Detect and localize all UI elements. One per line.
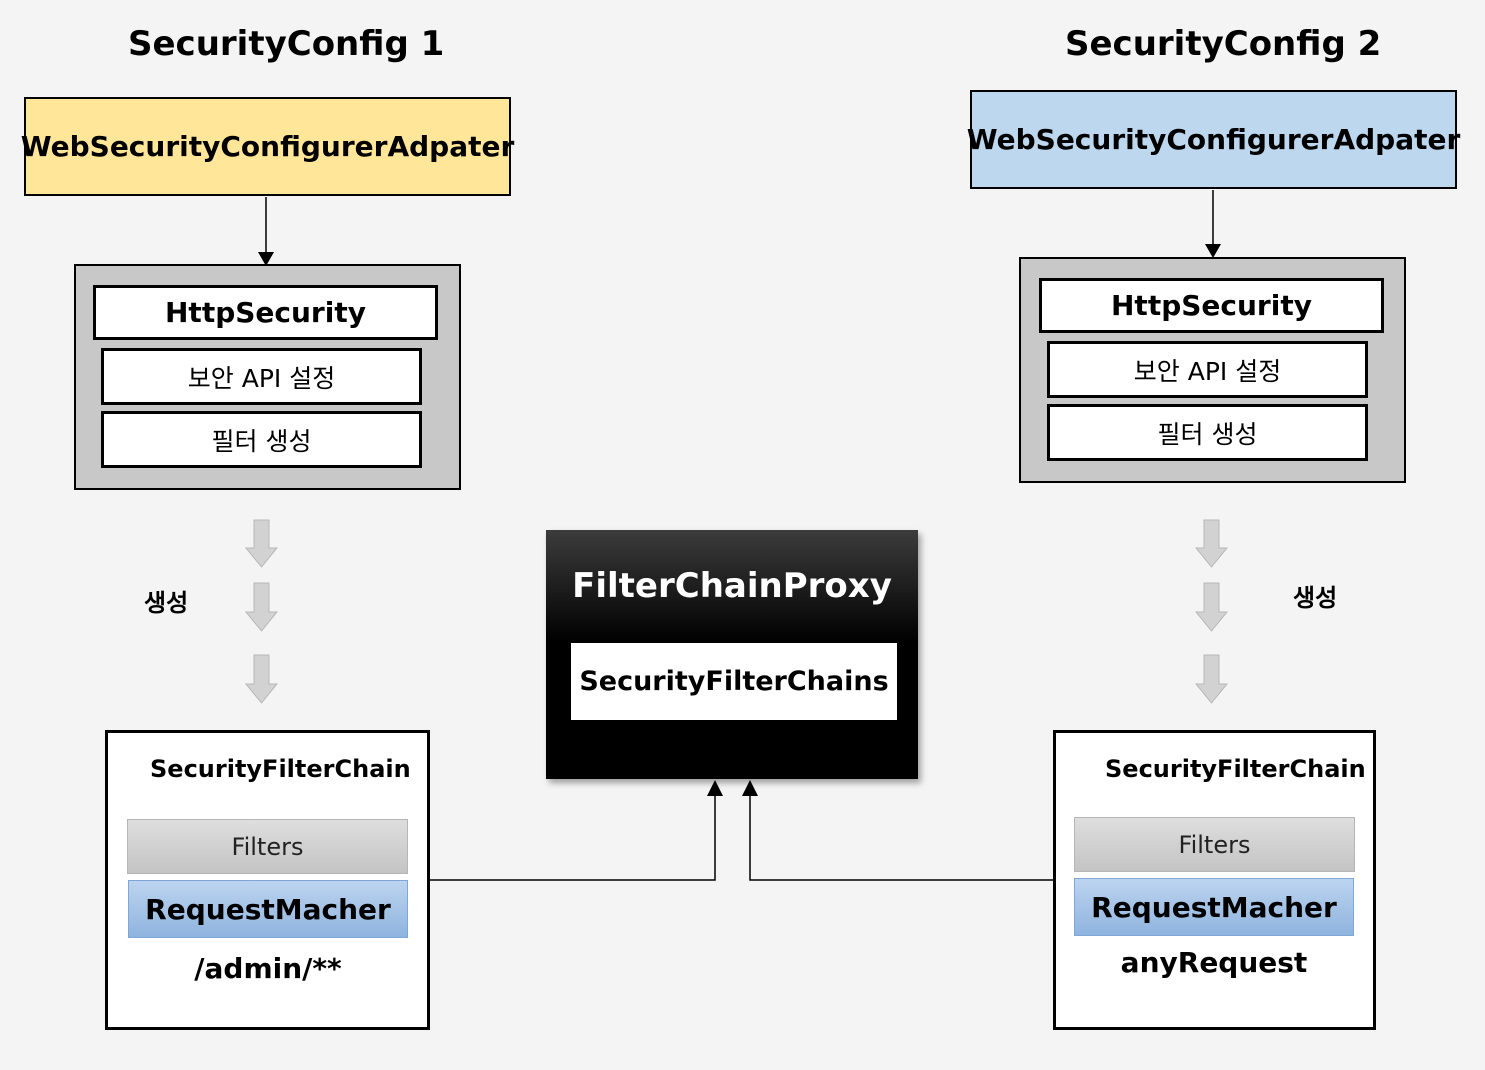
right-create-arrows xyxy=(1194,519,1229,704)
left-adapter-arrowhead xyxy=(258,252,274,266)
left-config-title: SecurityConfig 1 xyxy=(128,24,445,64)
right-filters-bar: Filters xyxy=(1074,817,1355,872)
right-chain-to-proxy-arrowhead xyxy=(742,780,758,796)
left-adapter-box: WebSecurityConfigurerAdpater xyxy=(21,97,514,196)
left-http-item-filter: 필터 생성 xyxy=(101,411,422,468)
left-chain-to-proxy-line xyxy=(430,792,716,881)
left-matcher-pattern: /admin/** xyxy=(194,951,342,985)
left-create-arrows xyxy=(244,519,279,704)
left-httpsecurity-title: HttpSecurity xyxy=(93,285,438,340)
right-chain-to-proxy-line xyxy=(749,792,1053,881)
right-httpsecurity-title: HttpSecurity xyxy=(1039,278,1384,333)
right-http-item-filter: 필터 생성 xyxy=(1047,404,1368,461)
right-adapter-box: WebSecurityConfigurerAdpater xyxy=(967,90,1460,189)
proxy-title: FilterChainProxy xyxy=(572,566,892,606)
left-chain-title: SecurityFilterChain xyxy=(150,755,411,783)
right-request-matcher: RequestMacher xyxy=(1074,878,1354,936)
right-adapter-arrowhead xyxy=(1205,244,1221,258)
left-create-label: 생성 xyxy=(144,589,189,617)
right-chain-title: SecurityFilterChain xyxy=(1105,755,1366,783)
right-matcher-pattern: anyRequest xyxy=(1120,945,1308,979)
left-filters-bar: Filters xyxy=(127,819,408,874)
right-http-item-api: 보안 API 설정 xyxy=(1047,341,1368,398)
security-filter-chains-box: SecurityFilterChains xyxy=(571,643,897,720)
right-config-title: SecurityConfig 2 xyxy=(1065,24,1382,64)
left-chain-to-proxy-arrowhead xyxy=(707,780,723,796)
left-http-item-api: 보안 API 설정 xyxy=(101,348,422,405)
right-create-label: 생성 xyxy=(1293,584,1338,612)
left-request-matcher: RequestMacher xyxy=(128,880,408,938)
